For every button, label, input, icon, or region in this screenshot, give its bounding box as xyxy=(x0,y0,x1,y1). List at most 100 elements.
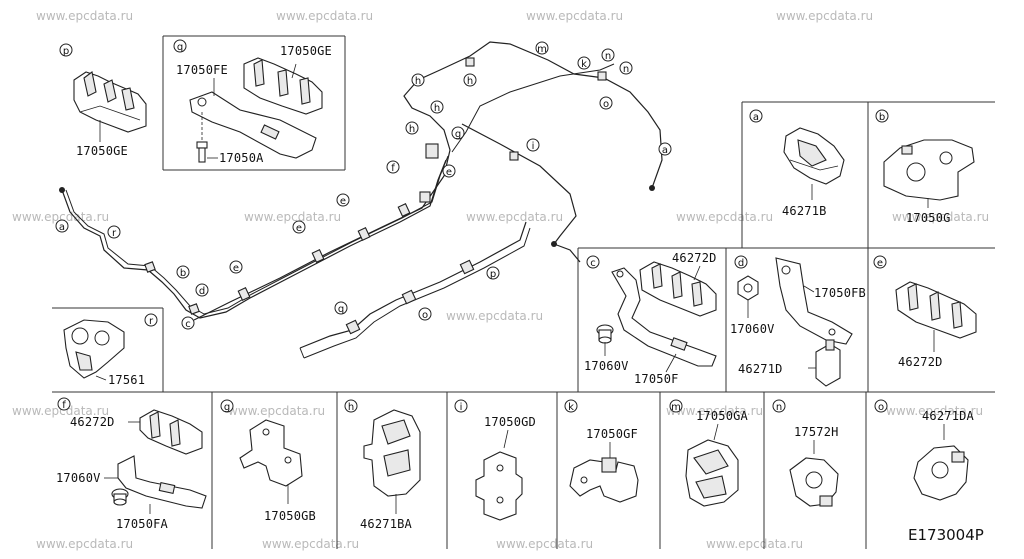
bracket-part-icon[interactable] xyxy=(117,455,207,509)
callout-c-e3[interactable]: e xyxy=(336,193,350,207)
callout-c-n2[interactable]: n xyxy=(619,61,633,75)
panel-callout[interactable] xyxy=(173,39,187,53)
callout-bubble[interactable] xyxy=(386,160,400,174)
callout-c-r[interactable]: r xyxy=(107,225,121,239)
callout-bubble[interactable] xyxy=(463,73,477,87)
panel-callout[interactable] xyxy=(749,109,763,123)
part-number[interactable]: 46271BA xyxy=(360,517,413,531)
part-number[interactable]: 17050FA xyxy=(116,517,169,531)
clip-part-icon[interactable] xyxy=(139,409,203,455)
part-number[interactable]: 17561 xyxy=(108,373,145,387)
callout-bubble[interactable] xyxy=(451,126,465,140)
grommet-icon[interactable] xyxy=(596,324,614,344)
panel-callout[interactable] xyxy=(875,109,889,123)
clip-part-icon[interactable] xyxy=(913,445,969,501)
callout-c-a-left[interactable]: a xyxy=(55,219,69,233)
callout-c-g[interactable]: g xyxy=(451,126,465,140)
clip-part-icon[interactable] xyxy=(815,339,841,387)
panel-callout[interactable] xyxy=(874,399,888,413)
part-number[interactable]: 46272D xyxy=(672,251,717,265)
panel-callout[interactable] xyxy=(772,399,786,413)
panel-callout[interactable] xyxy=(344,399,358,413)
part-number[interactable]: 17050GB xyxy=(264,509,316,523)
panel-callout[interactable] xyxy=(734,255,748,269)
panel-callout[interactable] xyxy=(873,255,887,269)
panel-callout[interactable] xyxy=(144,313,158,327)
callout-bubble[interactable] xyxy=(55,219,69,233)
callout-bubble[interactable] xyxy=(195,283,209,297)
clip-part-icon[interactable] xyxy=(883,139,975,201)
callout-bubble[interactable] xyxy=(601,48,615,62)
panel-callout[interactable] xyxy=(57,397,71,411)
part-number[interactable]: 46272D xyxy=(898,355,943,369)
callout-c-k[interactable]: k xyxy=(577,56,591,70)
callout-bubble[interactable] xyxy=(418,307,432,321)
panel-callout[interactable] xyxy=(669,399,683,413)
clip-part-icon[interactable] xyxy=(639,261,717,317)
callout-bubble[interactable] xyxy=(405,121,419,135)
part-number[interactable]: 17050FB xyxy=(814,286,866,300)
bracket-part-icon[interactable] xyxy=(189,91,317,159)
callout-c-o[interactable]: o xyxy=(599,96,613,110)
clip-part-icon[interactable] xyxy=(895,281,977,339)
callout-c-n1[interactable]: n xyxy=(601,48,615,62)
bracket-part-icon[interactable] xyxy=(611,267,717,367)
bolt-icon[interactable] xyxy=(196,112,208,163)
part-number[interactable]: 17050A xyxy=(219,151,264,165)
clip-part-icon[interactable] xyxy=(239,419,303,487)
bracket-part-icon[interactable] xyxy=(775,257,853,345)
callout-c-h2[interactable]: h xyxy=(463,73,477,87)
clip-part-icon[interactable] xyxy=(685,439,739,507)
callout-bubble[interactable] xyxy=(411,73,425,87)
callout-c-m[interactable]: m xyxy=(535,41,549,55)
part-number[interactable]: 17050GE xyxy=(76,144,128,158)
part-number[interactable]: 17050GD xyxy=(484,415,536,429)
part-number[interactable]: 17050F xyxy=(634,372,679,386)
clip-part-icon[interactable] xyxy=(569,457,639,503)
callout-c-p[interactable]: p xyxy=(486,266,500,280)
callout-bubble[interactable] xyxy=(229,260,243,274)
panel-callout[interactable] xyxy=(59,43,73,57)
panel-callout[interactable] xyxy=(586,255,600,269)
part-number[interactable]: 46271B xyxy=(782,204,827,218)
part-number[interactable]: 46271DA xyxy=(922,409,975,423)
part-number[interactable]: 17050GE xyxy=(280,44,332,58)
part-number[interactable]: 17050GA xyxy=(696,409,749,423)
callout-bubble[interactable] xyxy=(334,301,348,315)
part-number[interactable]: 17060V xyxy=(56,471,101,485)
callout-bubble[interactable] xyxy=(599,96,613,110)
callout-c-c[interactable]: c xyxy=(181,316,195,330)
part-number[interactable]: 17050FE xyxy=(176,63,228,77)
callout-bubble[interactable] xyxy=(526,138,540,152)
callout-bubble[interactable] xyxy=(181,316,195,330)
callout-bubble[interactable] xyxy=(442,164,456,178)
callout-c-e4[interactable]: e xyxy=(442,164,456,178)
callout-c-h3[interactable]: h xyxy=(430,100,444,114)
callout-c-b[interactable]: b xyxy=(176,265,190,279)
grommet-icon[interactable] xyxy=(111,488,129,506)
clip-part-icon[interactable] xyxy=(475,451,523,521)
callout-c-o2[interactable]: o xyxy=(418,307,432,321)
part-number[interactable]: 46271D xyxy=(738,362,783,376)
callout-bubble[interactable] xyxy=(336,193,350,207)
callout-c-e2[interactable]: e xyxy=(292,220,306,234)
clip-part-icon[interactable] xyxy=(73,71,147,133)
panel-callout[interactable] xyxy=(220,399,234,413)
callout-c-h1[interactable]: h xyxy=(411,73,425,87)
callout-bubble[interactable] xyxy=(176,265,190,279)
clip-part-icon[interactable] xyxy=(63,319,125,379)
callout-bubble[interactable] xyxy=(292,220,306,234)
clip-part-icon[interactable] xyxy=(243,57,323,115)
clip-part-icon[interactable] xyxy=(783,127,845,185)
callout-bubble[interactable] xyxy=(486,266,500,280)
nut-icon[interactable] xyxy=(737,275,759,301)
callout-bubble[interactable] xyxy=(535,41,549,55)
panel-callout[interactable] xyxy=(454,399,468,413)
callout-bubble[interactable] xyxy=(107,225,121,239)
callout-c-h4[interactable]: h xyxy=(405,121,419,135)
callout-bubble[interactable] xyxy=(430,100,444,114)
part-number[interactable]: 17060V xyxy=(584,359,629,373)
part-number[interactable]: 46272D xyxy=(70,415,115,429)
callout-c-a-right[interactable]: a xyxy=(658,142,672,156)
callout-bubble[interactable] xyxy=(658,142,672,156)
